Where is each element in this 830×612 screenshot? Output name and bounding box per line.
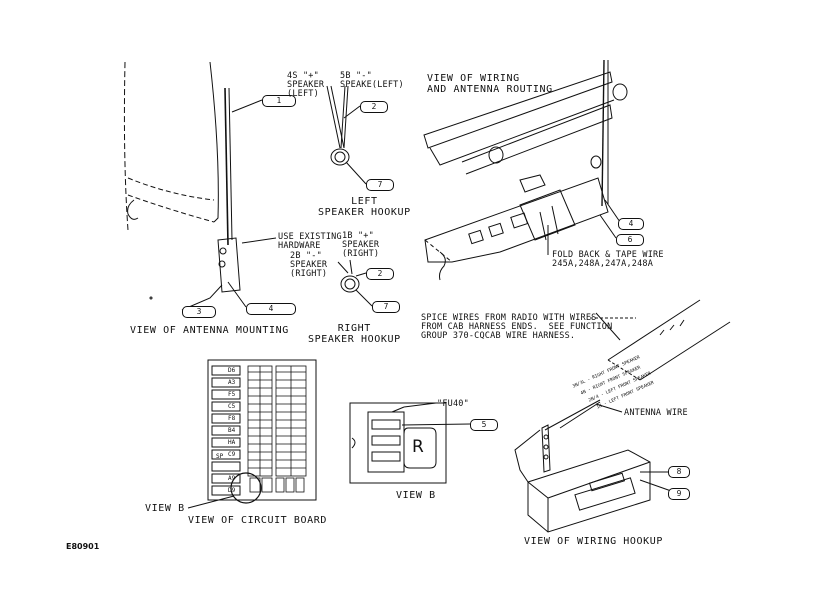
fuse-label: HA: [228, 439, 236, 446]
callout-1: 1: [262, 95, 296, 107]
antenna-mount-drawing: [123, 61, 277, 311]
left-speaker-drawing: [326, 85, 367, 185]
callout-4-antenna: 4: [246, 303, 296, 315]
document-code: E80901: [66, 542, 100, 551]
caption-wiring-hookup: VIEW OF WIRING HOOKUP: [524, 536, 664, 547]
caption-circuit-board: VIEW OF CIRCUIT BOARD: [188, 515, 328, 526]
callout-4-routing: 4: [618, 218, 644, 230]
callout-8: 8: [668, 466, 690, 478]
splice-wires-note: SPICE WIRES FROM RADIO WITH WIRES FROM C…: [421, 313, 613, 341]
relay-label: SP: [216, 453, 224, 460]
antenna-hardware-note: USE EXISTING HARDWARE: [278, 232, 342, 251]
caption-left-speaker: LEFT SPEAKER HOOKUP: [318, 196, 411, 218]
relay-r-symbol: R: [412, 437, 424, 457]
view-b-drawing: [349, 402, 471, 484]
caption-right-speaker: RIGHT SPEAKER HOOKUP: [308, 323, 401, 345]
right-speaker-drawing: [337, 259, 373, 307]
fuse-label: A9: [228, 475, 236, 482]
circuit-board-drawing: [187, 359, 317, 509]
fuse-label: F8: [228, 415, 236, 422]
callout-2-right: 2: [366, 268, 394, 280]
caption-wiring-routing: VIEW OF WIRING AND ANTENNA ROUTING: [427, 73, 553, 95]
caption-view-b: VIEW B: [396, 490, 436, 501]
antenna-wire-label: ANTENNA WIRE: [624, 408, 688, 418]
callout-3: 3: [182, 306, 216, 318]
dash-routing-drawing: [423, 59, 628, 281]
caption-antenna-mounting: VIEW OF ANTENNA MOUNTING: [130, 325, 289, 336]
right-speaker-minus-wire: 2B "-" SPEAKER (RIGHT): [290, 251, 328, 279]
fuse-label: F5: [228, 391, 236, 398]
left-speaker-plus-wire: 4S "+" SPEAKER (LEFT): [287, 71, 325, 99]
fuse-column-left: [211, 365, 241, 496]
view-b-pointer: VIEW B: [145, 503, 185, 514]
left-speaker-minus-wire: 5B "-" SPEAKE(LEFT): [340, 71, 404, 90]
fuse-label: D9: [228, 487, 236, 494]
fuse-label: A3: [228, 379, 236, 386]
callout-9: 9: [668, 488, 690, 500]
callout-2-left: 2: [360, 101, 388, 113]
callout-6: 6: [616, 234, 644, 246]
fuse-label: B4: [228, 427, 236, 434]
fuse-fu40-label: "FU40": [437, 399, 469, 409]
fold-back-note: FOLD BACK & TAPE WIRE 245A,248A,247A,248…: [552, 250, 664, 269]
fuse-label: C5: [228, 403, 236, 410]
callout-7-right: 7: [372, 301, 400, 313]
fuse-label: D6: [228, 367, 236, 374]
callout-7-left: 7: [366, 179, 394, 191]
fuse-label: C9: [228, 451, 236, 458]
fuse-array: [247, 365, 307, 493]
callout-5: 5: [470, 419, 498, 431]
right-speaker-plus-wire: 1B "+" SPEAKER (RIGHT): [342, 231, 380, 259]
